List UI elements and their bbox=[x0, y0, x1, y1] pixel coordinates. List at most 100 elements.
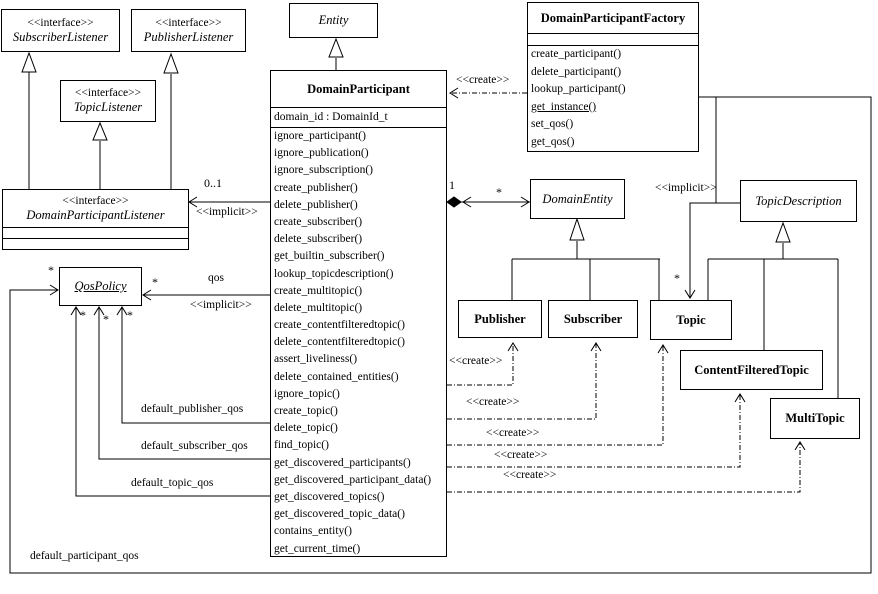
create-dependency-contentfilteredtopic bbox=[447, 395, 741, 468]
member-row: domain_id : DomainId_t bbox=[274, 111, 388, 123]
create-arrow-topic bbox=[657, 344, 669, 354]
class-multi-topic: MultiTopic bbox=[770, 398, 860, 439]
member-row: lookup_topicdescription() bbox=[274, 267, 394, 280]
generalization-subscriber-listener bbox=[21, 51, 37, 189]
create-dependency-topic bbox=[447, 346, 664, 446]
create-arrow-participant bbox=[449, 87, 459, 99]
member-row: create_topic() bbox=[274, 405, 338, 417]
class-topic-description: TopicDescription bbox=[740, 180, 857, 222]
class-name: QosPolicy bbox=[74, 279, 127, 293]
member-row: ignore_topic() bbox=[274, 387, 340, 400]
class-domain-participant-listener: <<interface>> DomainParticipantListener bbox=[2, 189, 189, 250]
class-name: MultiTopic bbox=[785, 411, 845, 425]
class-publisher: Publisher bbox=[458, 300, 542, 338]
class-name: TopicDescription bbox=[755, 193, 842, 208]
class-name: SubscriberListener bbox=[12, 29, 109, 44]
member-row: contains_entity() bbox=[274, 525, 352, 538]
class-name: TopicListener bbox=[73, 100, 143, 114]
member-row: get_discovered_participants() bbox=[274, 456, 411, 469]
create-dependency-publisher bbox=[447, 344, 514, 386]
stereotype-label: <<interface>> bbox=[155, 16, 222, 29]
create-arrow-contentfilteredtopic bbox=[734, 393, 746, 403]
create-stereotype-label: <<create>> bbox=[449, 355, 503, 367]
multiplicity-star: * bbox=[152, 275, 158, 289]
create-arrow-multitopic bbox=[794, 441, 806, 451]
generalization-publisher-listener bbox=[163, 52, 179, 189]
association-default-publisher-qos bbox=[116, 306, 270, 424]
method-compartment: ignore_participant()ignore_publication()… bbox=[271, 127, 446, 556]
role-qos-label: qos bbox=[208, 272, 224, 284]
class-name: Topic bbox=[676, 312, 706, 327]
role-default-subscriber-qos-label: default_subscriber_qos bbox=[141, 440, 248, 452]
association-topicdescription-topic bbox=[684, 97, 740, 299]
class-topic-listener: <<interface>> TopicListener bbox=[60, 80, 156, 122]
member-row: get_current_time() bbox=[274, 542, 361, 555]
role-default-participant-qos-label: default_participant_qos bbox=[30, 550, 139, 562]
create-stereotype-label: <<create>> bbox=[456, 74, 510, 86]
class-subscriber-listener: <<interface>> SubscriberListener bbox=[1, 9, 120, 52]
member-row: create_publisher() bbox=[274, 181, 358, 194]
multiplicity-one: 1 bbox=[449, 178, 455, 192]
association-listener bbox=[188, 196, 270, 208]
class-domain-participant-factory: DomainParticipantFactory create_particip… bbox=[527, 2, 699, 152]
member-row: delete_participant() bbox=[531, 65, 622, 78]
generalization-entity bbox=[328, 37, 344, 70]
attribute-compartment bbox=[3, 227, 188, 238]
multiplicity-star: * bbox=[103, 312, 109, 326]
create-arrow-publisher bbox=[507, 342, 519, 352]
attribute-compartment bbox=[528, 33, 698, 45]
multiplicity-star: * bbox=[48, 263, 54, 277]
member-row: delete_subscriber() bbox=[274, 233, 363, 246]
create-stereotype-label: <<create>> bbox=[503, 469, 557, 481]
class-content-filtered-topic: ContentFilteredTopic bbox=[680, 350, 823, 390]
member-row: create_participant() bbox=[531, 48, 622, 60]
class-name: ContentFilteredTopic bbox=[694, 362, 809, 377]
member-row: get_discovered_topics() bbox=[274, 490, 385, 503]
generalization-topic-description bbox=[707, 221, 839, 398]
stereotype-label: <<interface>> bbox=[74, 87, 142, 99]
generalization-domain-entity bbox=[511, 217, 660, 300]
member-row: assert_liveliness() bbox=[274, 353, 358, 366]
member-row: get_discovered_topic_data() bbox=[274, 508, 405, 521]
member-row: get_qos() bbox=[531, 135, 575, 148]
class-entity: Entity bbox=[289, 3, 378, 38]
generalization-topic-listener bbox=[92, 121, 108, 189]
class-name: DomainEntity bbox=[542, 191, 613, 206]
member-row: delete_publisher() bbox=[274, 198, 358, 211]
class-name: DomainParticipant bbox=[307, 81, 410, 96]
implicit-stereotype-label: <<implicit>> bbox=[190, 299, 252, 311]
stereotype-label: <<interface>> bbox=[62, 194, 129, 207]
member-row: get_builtin_subscriber() bbox=[274, 250, 385, 263]
class-domain-participant: DomainParticipant domain_id : DomainId_t… bbox=[270, 70, 447, 557]
association-domainparticipant-domainentity bbox=[446, 196, 530, 208]
member-row: create_contentfilteredtopic() bbox=[274, 319, 405, 332]
association-default-subscriber-qos bbox=[93, 306, 270, 460]
class-qos-policy: QosPolicy bbox=[59, 267, 142, 306]
multiplicity-zero-or-one: 0..1 bbox=[204, 176, 222, 190]
member-row: ignore_participant() bbox=[274, 130, 366, 142]
create-stereotype-label: <<create>> bbox=[486, 427, 540, 439]
member-row: lookup_participant() bbox=[531, 83, 626, 96]
class-name: DomainParticipantFactory bbox=[540, 10, 686, 25]
multiplicity-star: * bbox=[496, 185, 502, 199]
stereotype-label: <<interface>> bbox=[27, 16, 94, 29]
member-row: set_qos() bbox=[531, 118, 574, 131]
create-arrow-subscriber bbox=[590, 342, 602, 352]
role-default-publisher-qos-label: default_publisher_qos bbox=[141, 403, 244, 415]
class-name: PublisherListener bbox=[143, 29, 234, 44]
implicit-stereotype-label: <<implicit>> bbox=[196, 206, 258, 218]
member-row: delete_contentfilteredtopic() bbox=[274, 336, 405, 349]
multiplicity-star: * bbox=[127, 308, 133, 322]
member-row: delete_topic() bbox=[274, 422, 338, 435]
method-compartment: create_participant() delete_participant()… bbox=[528, 45, 698, 151]
class-name: Subscriber bbox=[563, 311, 623, 326]
create-stereotype-label: <<create>> bbox=[494, 449, 548, 461]
create-dependency-multitopic bbox=[447, 443, 801, 493]
association-default-topic-qos bbox=[70, 306, 270, 497]
attribute-compartment: domain_id : DomainId_t bbox=[271, 107, 446, 127]
class-topic: Topic bbox=[650, 300, 732, 340]
member-row: create_multitopic() bbox=[274, 284, 363, 297]
association-qos bbox=[142, 289, 270, 301]
